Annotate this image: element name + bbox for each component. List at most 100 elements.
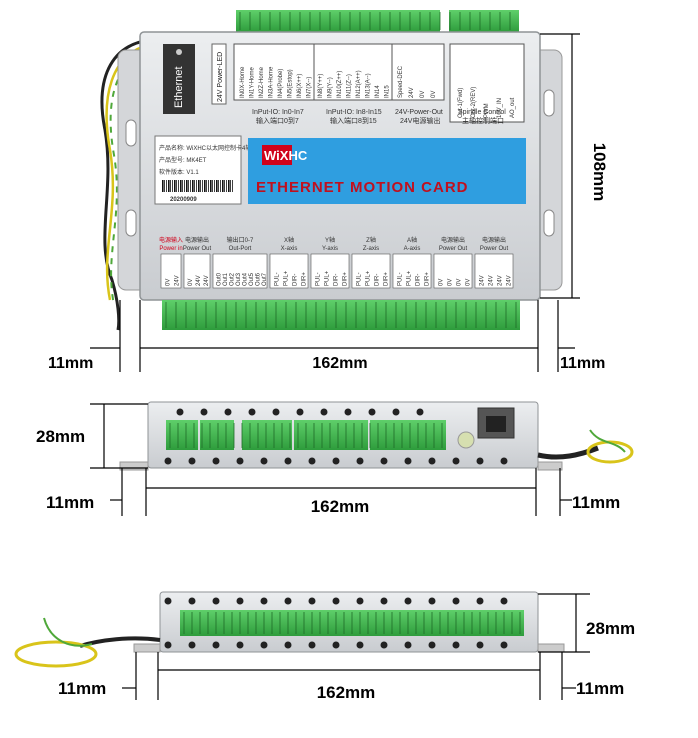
limit-pin-labels: IN8(Y++)IN9(Y--)IN10(Z++)IN11(Z--)IN12(A… bbox=[318, 70, 391, 98]
terminal-pin-label: DIR+ bbox=[384, 272, 390, 286]
input-pin-label-panel bbox=[233, 43, 445, 101]
group-label-pwr-cn: 24V电源输出 bbox=[400, 116, 440, 125]
ear-slot bbox=[543, 89, 555, 117]
terminal-group-box bbox=[212, 253, 268, 289]
terminal-pin-label: 24V bbox=[498, 275, 504, 286]
terminal-pin-label: Out3 bbox=[236, 272, 242, 286]
pin-label: IN8(Y++) bbox=[318, 74, 324, 98]
group-label-in1-cn: 输入端口0到7 bbox=[256, 116, 299, 125]
pin-label: IN11(Z--) bbox=[347, 74, 353, 98]
barcode-icon bbox=[162, 180, 233, 192]
terminal-pin-label: DIR- bbox=[416, 274, 422, 286]
terminal-group-label: X轴 bbox=[284, 236, 294, 244]
side1-connector-4 bbox=[294, 420, 368, 450]
product-sticker bbox=[154, 135, 242, 205]
ear-slot bbox=[543, 209, 555, 237]
pin-label: Out-2(REV) bbox=[471, 87, 477, 118]
terminal-pin-label: DIR- bbox=[293, 274, 299, 286]
terminal-pin-label: 0V bbox=[448, 279, 454, 286]
power-led-label: 24V Power-LED bbox=[217, 52, 224, 102]
terminal-pin-label: DIR- bbox=[334, 274, 340, 286]
terminal-pin-label: PUL+ bbox=[284, 270, 290, 286]
terminal-pin-label: Out2 bbox=[229, 272, 235, 286]
terminal-pin-label: 24V bbox=[507, 275, 513, 286]
side1-width-label: 162mm bbox=[311, 497, 370, 516]
top-connector-2 bbox=[314, 10, 392, 32]
top-connector-1 bbox=[236, 10, 314, 32]
pin-label: IN14 bbox=[375, 85, 381, 98]
terminal-group-box bbox=[269, 253, 309, 289]
pin-label: IN15 bbox=[385, 85, 391, 98]
brand-logo-icon bbox=[262, 145, 292, 165]
terminal-group-sublabel: Y-axis bbox=[322, 246, 338, 252]
terminal-group-sublabel: Power Out bbox=[439, 246, 468, 252]
bottom-connector-strip bbox=[162, 300, 520, 330]
ethernet-led-icon bbox=[176, 49, 182, 55]
ear-right-dimension-label: 11mm bbox=[560, 355, 605, 372]
group-label-pwr: 24V-Power-Out bbox=[395, 109, 443, 116]
power-led-box bbox=[211, 43, 227, 105]
side1-ear-right-label: 11mm bbox=[572, 493, 620, 512]
ethernet-port-panel bbox=[163, 44, 195, 114]
side1-connector-2 bbox=[200, 420, 234, 450]
terminal-pin-label: 0V bbox=[166, 279, 172, 286]
terminal-group-label: Y轴 bbox=[325, 236, 335, 244]
terminal-pin-label: Out1 bbox=[223, 272, 229, 286]
terminal-pin-label: PUL+ bbox=[407, 270, 413, 286]
terminal-pin-label: PUL+ bbox=[366, 270, 372, 286]
pin-label: AO_out bbox=[510, 97, 516, 118]
terminal-pin-label: PUL- bbox=[357, 272, 363, 286]
side-view-2: 28mm 11mm 162mm 11mm bbox=[14, 591, 635, 702]
pin-label: IN1Y-Home bbox=[250, 67, 256, 98]
antenna-knob-icon bbox=[457, 431, 475, 449]
side2-left-ear bbox=[133, 643, 161, 653]
terminal-group-box bbox=[474, 253, 514, 289]
side1-connector-5 bbox=[370, 420, 446, 450]
side1-ear-left-label: 11mm bbox=[46, 493, 94, 512]
group-label-spindle-cn: 主轴控制端口 bbox=[462, 116, 504, 125]
terminal-pin-label: DIR- bbox=[375, 274, 381, 286]
group-label-spindle: Spindle Control bbox=[458, 109, 506, 116]
terminal-pin-label: 0V bbox=[466, 279, 472, 286]
terminal-group-sublabel: X-axis bbox=[281, 246, 298, 252]
terminal-group-box bbox=[351, 253, 391, 289]
terminal-pin-label: 0V bbox=[457, 279, 463, 286]
terminal-group-sublabel: Z-axis bbox=[363, 246, 379, 252]
pin-label: 24V bbox=[409, 87, 415, 98]
ear-slot bbox=[125, 209, 137, 237]
terminal-pin-label: 24V bbox=[489, 275, 495, 286]
terminal-pin-label: 24V bbox=[480, 275, 486, 286]
pin-label: IN9(Y--) bbox=[328, 77, 334, 98]
terminal-pin-label: 0V bbox=[188, 279, 194, 286]
side2-width-label: 162mm bbox=[317, 683, 376, 702]
sticker-model: 产品型号: MK4ET bbox=[159, 156, 207, 164]
side1-ground-wire bbox=[586, 440, 634, 464]
side2-ear-right-label: 11mm bbox=[576, 679, 624, 698]
side1-right-ear bbox=[537, 461, 563, 471]
terminal-group-label: A轴 bbox=[407, 236, 417, 244]
pin-label: IN13(A--) bbox=[366, 73, 372, 98]
terminal-group-box bbox=[183, 253, 211, 289]
ear-slot bbox=[125, 119, 137, 147]
terminal-group-sublabel: Out-Port bbox=[229, 246, 252, 252]
side2-right-ear bbox=[537, 643, 565, 653]
terminal-group-label: Z轴 bbox=[366, 236, 376, 244]
terminal-group-box bbox=[160, 253, 182, 289]
side2-ear-left-label: 11mm bbox=[58, 679, 106, 698]
terminal-pin-label: 24V bbox=[175, 275, 181, 286]
top-connector-4 bbox=[449, 10, 519, 32]
pin-label: IN4(Probe) bbox=[278, 69, 284, 98]
terminal-group-sublabel: Power in bbox=[159, 246, 182, 252]
terminal-group-sublabel: Power Out bbox=[183, 246, 212, 252]
pin-label: 0V bbox=[431, 91, 437, 98]
pin-label: Out-1(Fwd) bbox=[458, 88, 464, 118]
terminal-pin-label: Out7 bbox=[262, 272, 268, 286]
terminal-group-sublabel: Power Out bbox=[480, 246, 509, 252]
terminal-pin-label: DIR+ bbox=[343, 272, 349, 286]
terminal-group-label: 输出口0-7 bbox=[227, 236, 254, 244]
pin-label: IN3A-Home bbox=[269, 66, 275, 98]
terminal-group-sublabel: A-axis bbox=[404, 246, 421, 252]
